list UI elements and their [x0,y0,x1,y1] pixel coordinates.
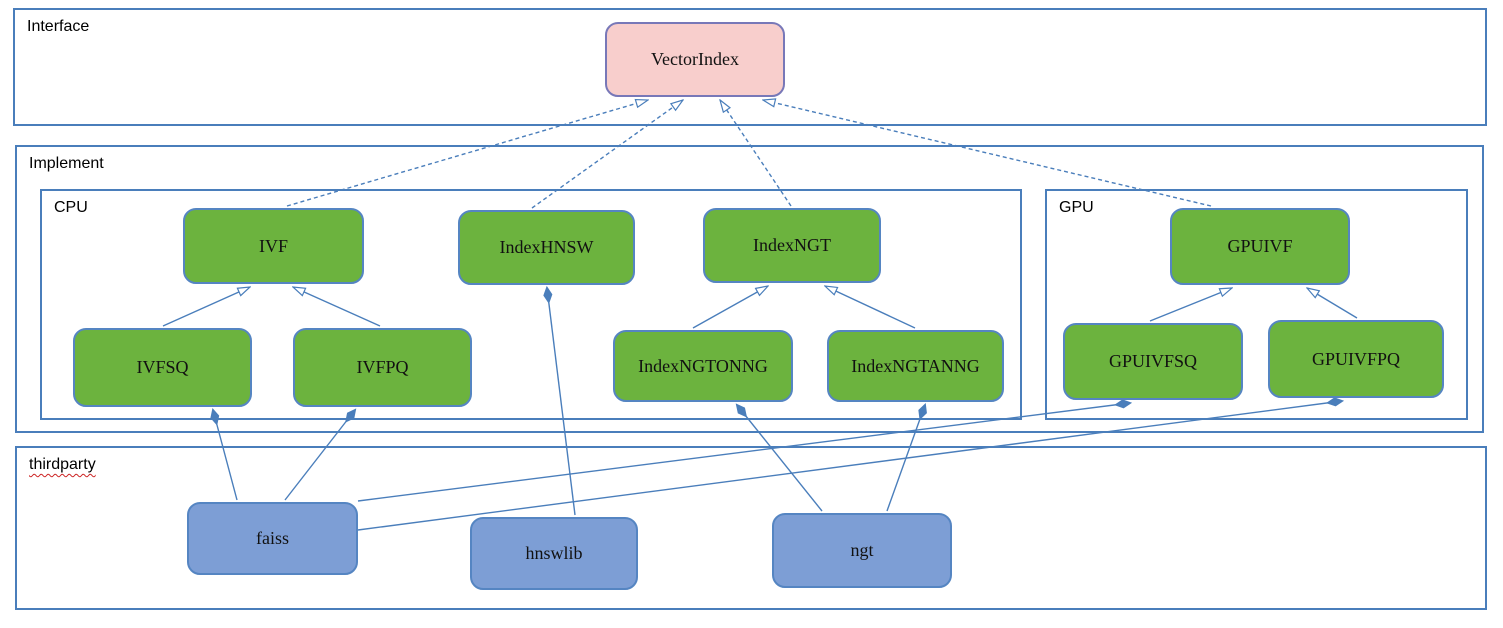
node-hnswlib-label: hnswlib [525,543,583,563]
container-thirdparty-label: thirdparty [29,456,96,473]
node-ivfsq-label: IVFSQ [136,357,189,377]
node-indexhnsw-label: IndexHNSW [499,237,594,257]
node-gpuivfpq-label: GPUIVFPQ [1311,348,1401,369]
node-indexhnsw[interactable]: IndexHNSW [458,210,635,285]
node-ivf-label: IVF [258,235,288,256]
node-gpuivf-label: GPUIVF [1227,236,1293,256]
node-hnswlib[interactable]: hnswlib [470,517,638,590]
container-implement-label: Implement [29,155,104,172]
container-gpu-label: GPU [1059,199,1094,216]
node-ivfpq-label: IVFPQ [356,357,409,377]
node-indexngtonng[interactable]: IndexNGTONNG [613,330,793,402]
node-gpuivf[interactable]: GPUIVF [1170,208,1350,285]
container-interface-label: Interface [27,18,90,35]
node-ivfsq[interactable]: IVFSQ [73,328,252,407]
node-faiss-label: faiss [256,528,289,548]
node-gpuivfsq[interactable]: GPUIVFSQ [1063,323,1243,400]
node-faiss[interactable]: faiss [187,502,358,575]
node-gpuivfsq-label: GPUIVFSQ [1108,351,1198,371]
node-indexngt[interactable]: IndexNGT [703,208,881,283]
node-indexngtanng[interactable]: IndexNGTANNG [827,330,1004,402]
node-indexngtanng-label: IndexNGTANNG [851,355,980,376]
node-ivf[interactable]: IVF [183,208,364,284]
node-ngt-label: ngt [850,540,874,560]
node-ivfpq[interactable]: IVFPQ [293,328,472,407]
node-ngt[interactable]: ngt [772,513,952,588]
node-indexngt-label: IndexNGT [753,235,831,255]
node-vectorindex[interactable]: VectorIndex [605,22,785,97]
node-indexngtonng-label: IndexNGTONNG [638,355,768,376]
container-cpu-label: CPU [54,199,88,216]
node-gpuivfpq[interactable]: GPUIVFPQ [1268,320,1444,398]
node-vectorindex-label: VectorIndex [651,49,739,69]
